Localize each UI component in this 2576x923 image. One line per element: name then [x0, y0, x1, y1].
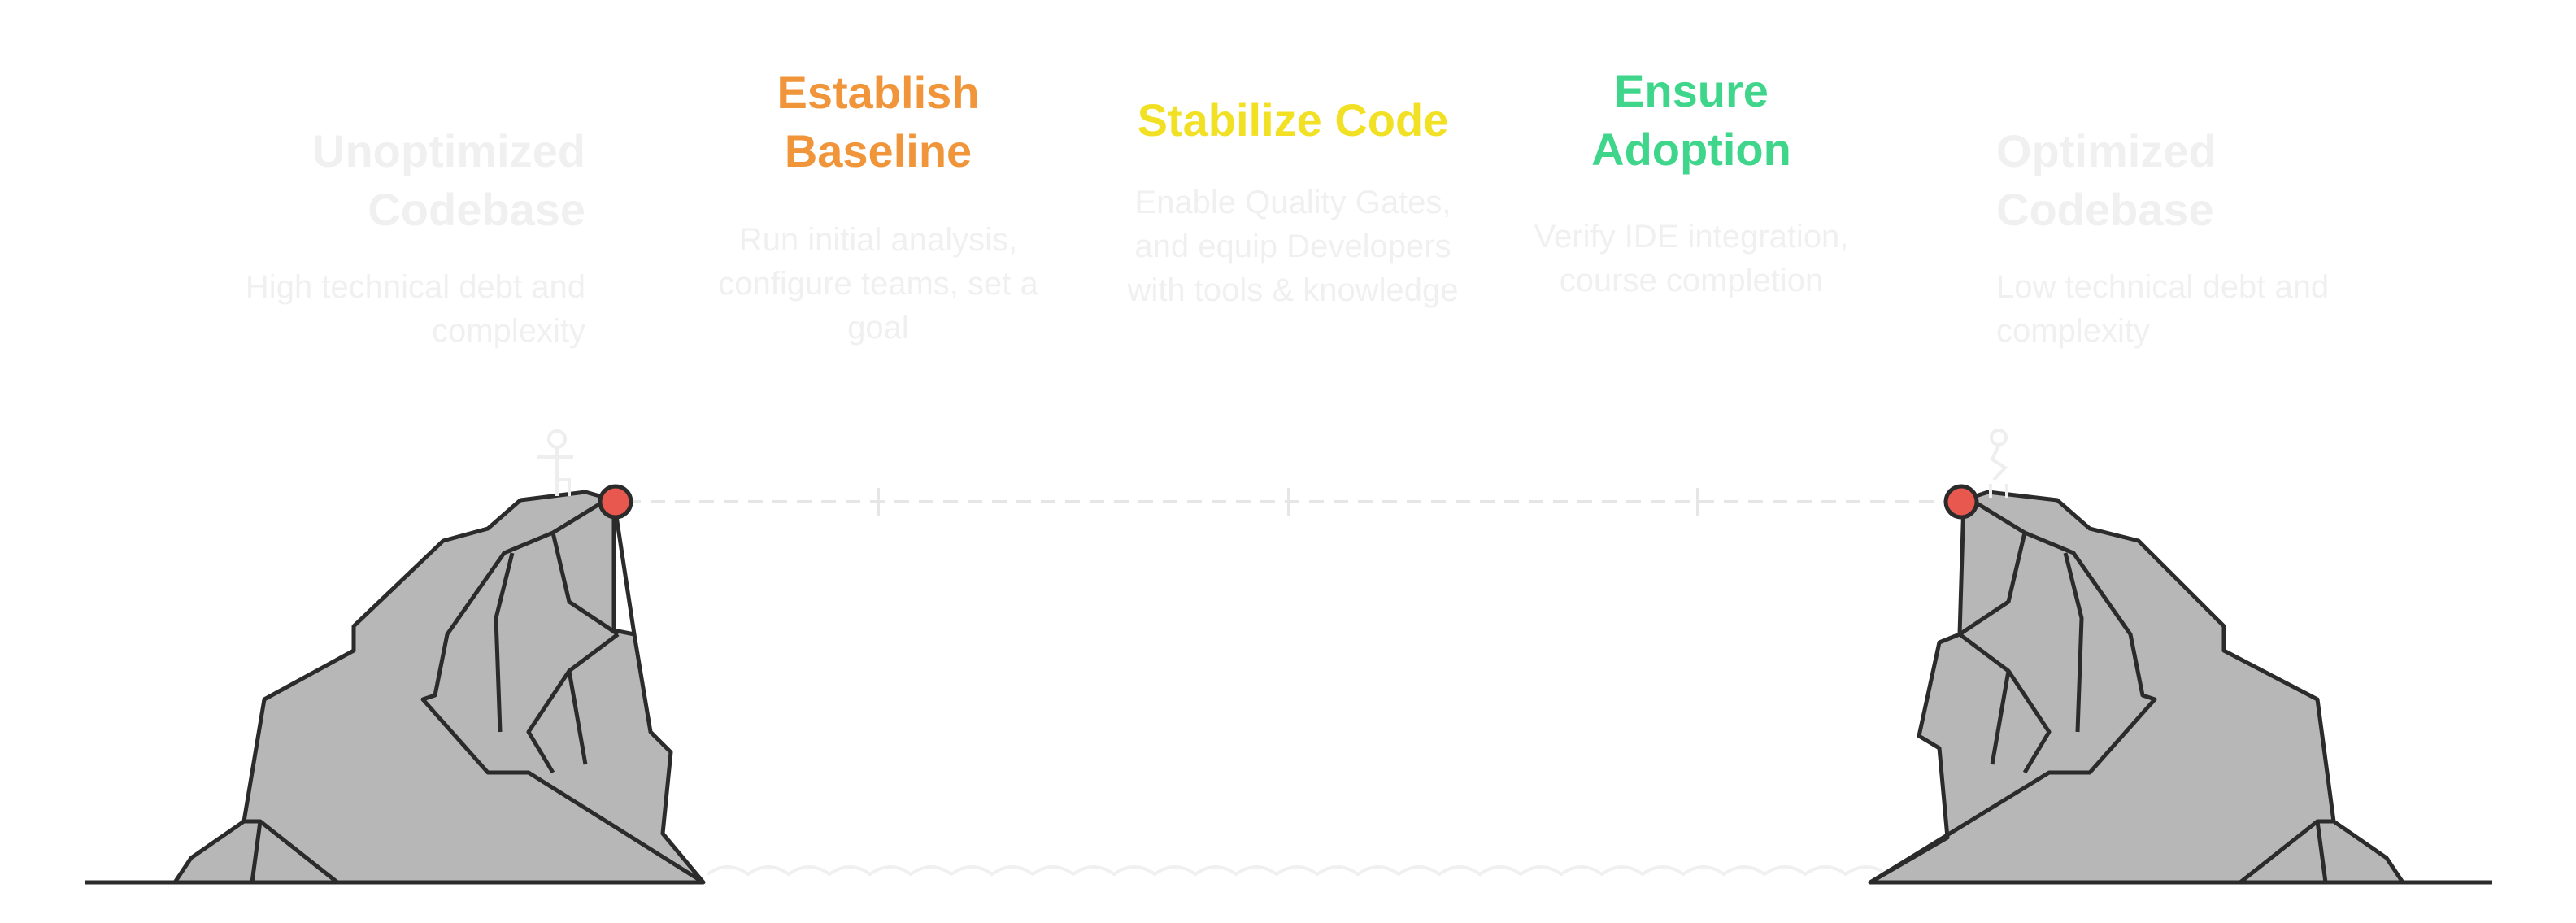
step-description-establish-baseline: Run initial analysis, configure teams, s…: [718, 222, 1038, 346]
step-description-stabilize-code: Enable Quality Gates, and equip Develope…: [1127, 185, 1459, 308]
end-marker: [1943, 484, 1979, 520]
start-state-description: High technical debt and complexity: [245, 269, 585, 349]
left-cliff: [172, 490, 706, 885]
person-icon-right: [1989, 429, 2008, 498]
step-title-establish-baseline: Establish Baseline: [777, 67, 980, 176]
end-state-description: Low technical debt and complexity: [1996, 269, 2330, 349]
step-title-ensure-adoption: Ensure Adoption: [1591, 65, 1791, 175]
person-icon-left: [537, 429, 573, 496]
start-marker: [598, 484, 633, 520]
step-title-stabilize-code: Stabilize Code: [1137, 94, 1449, 146]
right-cliff: [1868, 490, 2405, 885]
water-waves: [706, 865, 1888, 877]
end-state-title: Optimized Codebase: [1996, 125, 2217, 235]
start-state-title: Unoptimized Codebase: [312, 125, 585, 235]
step-description-ensure-adoption: Verify IDE integration, course completio…: [1534, 219, 1849, 298]
